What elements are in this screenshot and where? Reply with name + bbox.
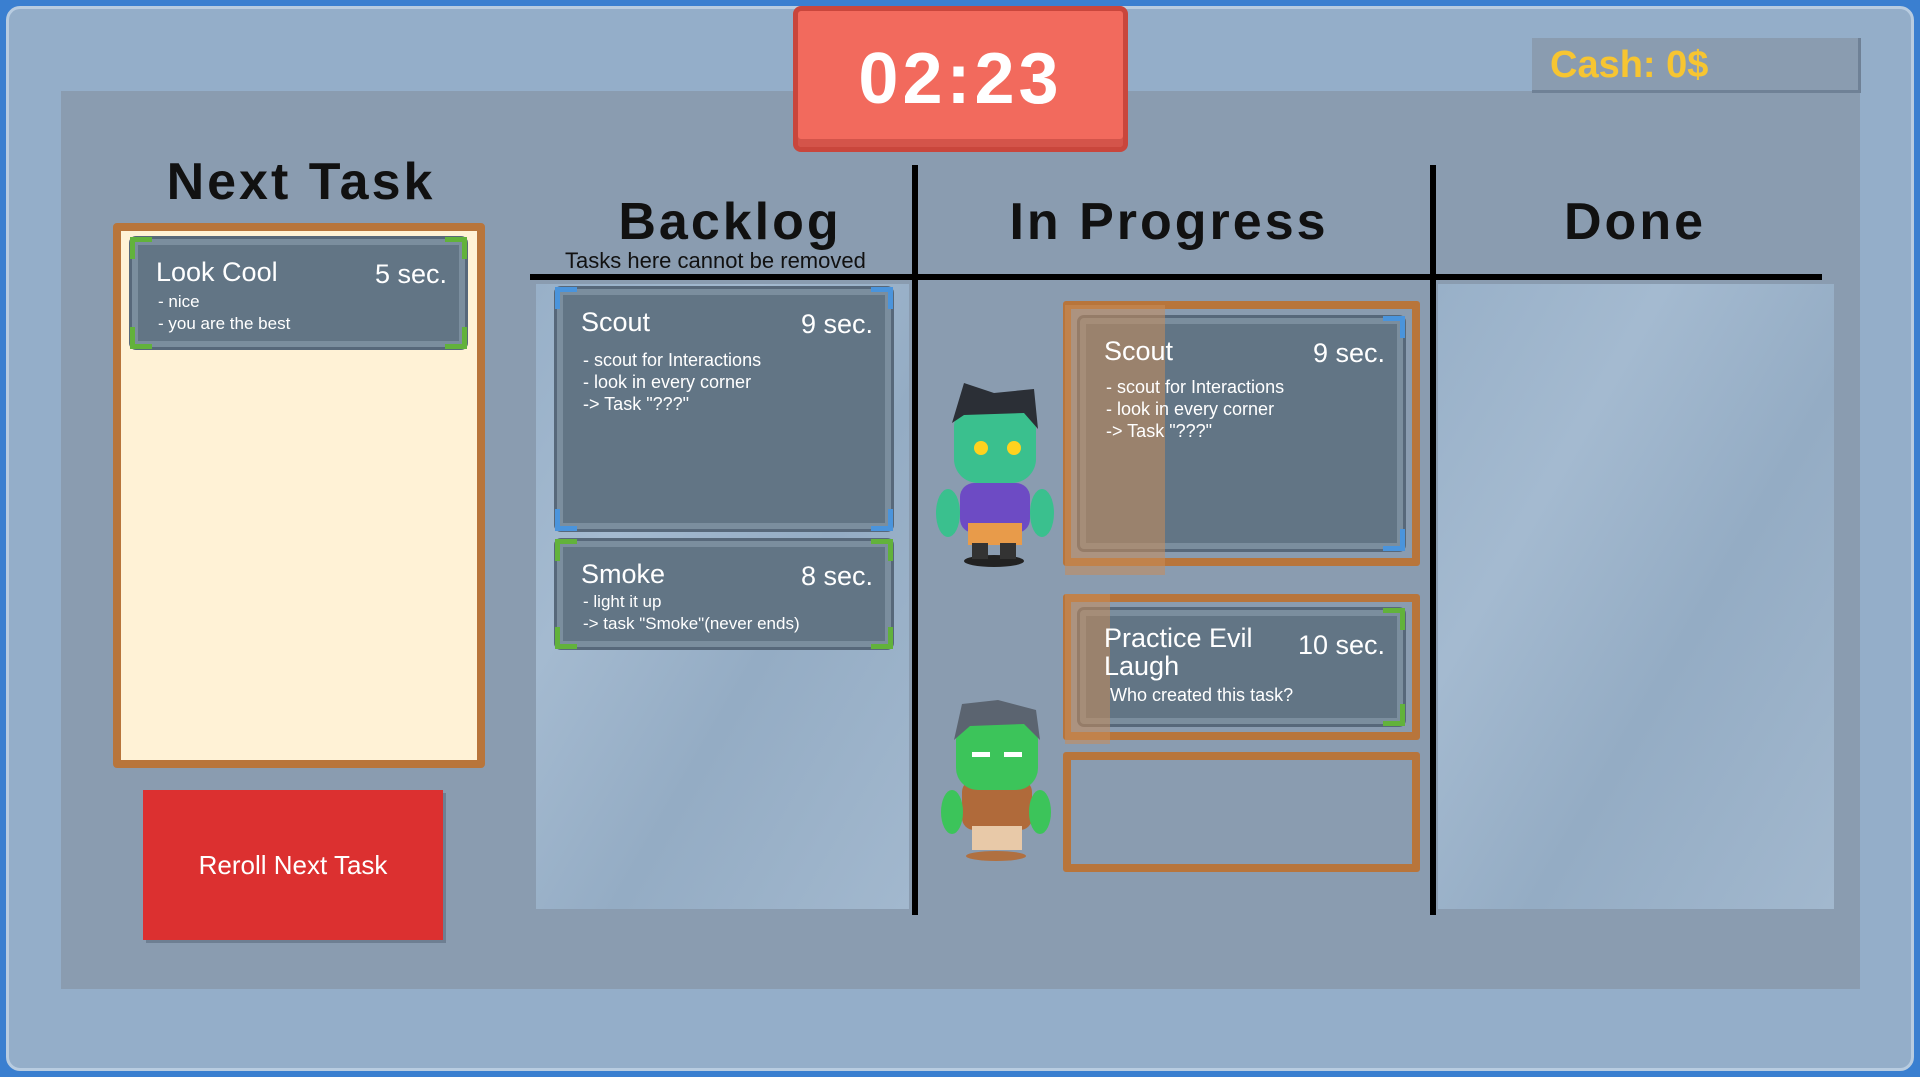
corner-decoration [871, 287, 893, 309]
backlog-card-smoke[interactable]: Smoke 8 sec. - light it up-> task "Smoke… [555, 539, 893, 649]
reroll-next-task-button[interactable]: Reroll Next Task [143, 790, 443, 940]
corner-decoration [445, 327, 467, 349]
zombie-worker-icon[interactable] [940, 700, 1053, 861]
done-dropzone[interactable] [1438, 284, 1834, 909]
corner-decoration [871, 539, 893, 561]
corner-decoration [445, 237, 467, 259]
backlog-note: Tasks here cannot be removed [565, 248, 866, 273]
task-name: Look Cool [156, 257, 278, 287]
progress-fill-overlay [1065, 594, 1110, 744]
corner-decoration [555, 627, 577, 649]
task-desc: - nice- you are the best [158, 292, 291, 333]
corner-decoration [555, 539, 577, 561]
in-progress-header: In Progress [1009, 193, 1329, 251]
corner-decoration [1383, 316, 1405, 338]
task-duration: 9 sec. [1312, 338, 1385, 368]
task-duration: 9 sec. [800, 309, 873, 339]
column-divider [912, 165, 918, 915]
backlog-card-scout[interactable]: Scout 9 sec. - scout for Interactions- l… [555, 287, 893, 531]
corner-decoration [130, 327, 152, 349]
next-task-card[interactable]: Look Cool 5 sec. - nice- you are the bes… [130, 237, 467, 349]
corner-decoration [871, 627, 893, 649]
empty-worker-slot[interactable] [1063, 752, 1420, 872]
task-name: Scout [1104, 336, 1174, 366]
corner-decoration [555, 287, 577, 309]
next-task-title: Next Task [166, 153, 436, 211]
corner-decoration [130, 237, 152, 259]
task-name: Scout [581, 307, 651, 337]
corner-decoration [1383, 529, 1405, 551]
in-progress-card-evil-laugh[interactable]: Practice Evil Laugh 10 sec. Who created … [1065, 594, 1405, 744]
column-divider [1430, 165, 1436, 915]
header-divider [530, 274, 1822, 280]
in-progress-card-scout[interactable]: Scout 9 sec. - scout for Interactions- l… [1065, 305, 1405, 575]
backlog-header: Backlog [618, 193, 842, 251]
corner-decoration [1383, 608, 1405, 630]
task-name: Practice Evil Laugh [1104, 623, 1253, 681]
corner-decoration [871, 509, 893, 531]
task-name: Smoke [581, 559, 666, 589]
corner-decoration [1383, 704, 1405, 726]
zombie-worker-icon[interactable] [934, 383, 1055, 567]
task-duration: 5 sec. [374, 259, 447, 289]
corner-decoration [555, 509, 577, 531]
cash-display: Cash: 0$ [1532, 38, 1861, 93]
progress-fill-overlay [1065, 305, 1165, 575]
task-duration: 10 sec. [1297, 630, 1385, 660]
task-duration: 8 sec. [800, 561, 873, 591]
done-header: Done [1564, 193, 1706, 251]
countdown-timer: 02:23 [793, 6, 1128, 152]
